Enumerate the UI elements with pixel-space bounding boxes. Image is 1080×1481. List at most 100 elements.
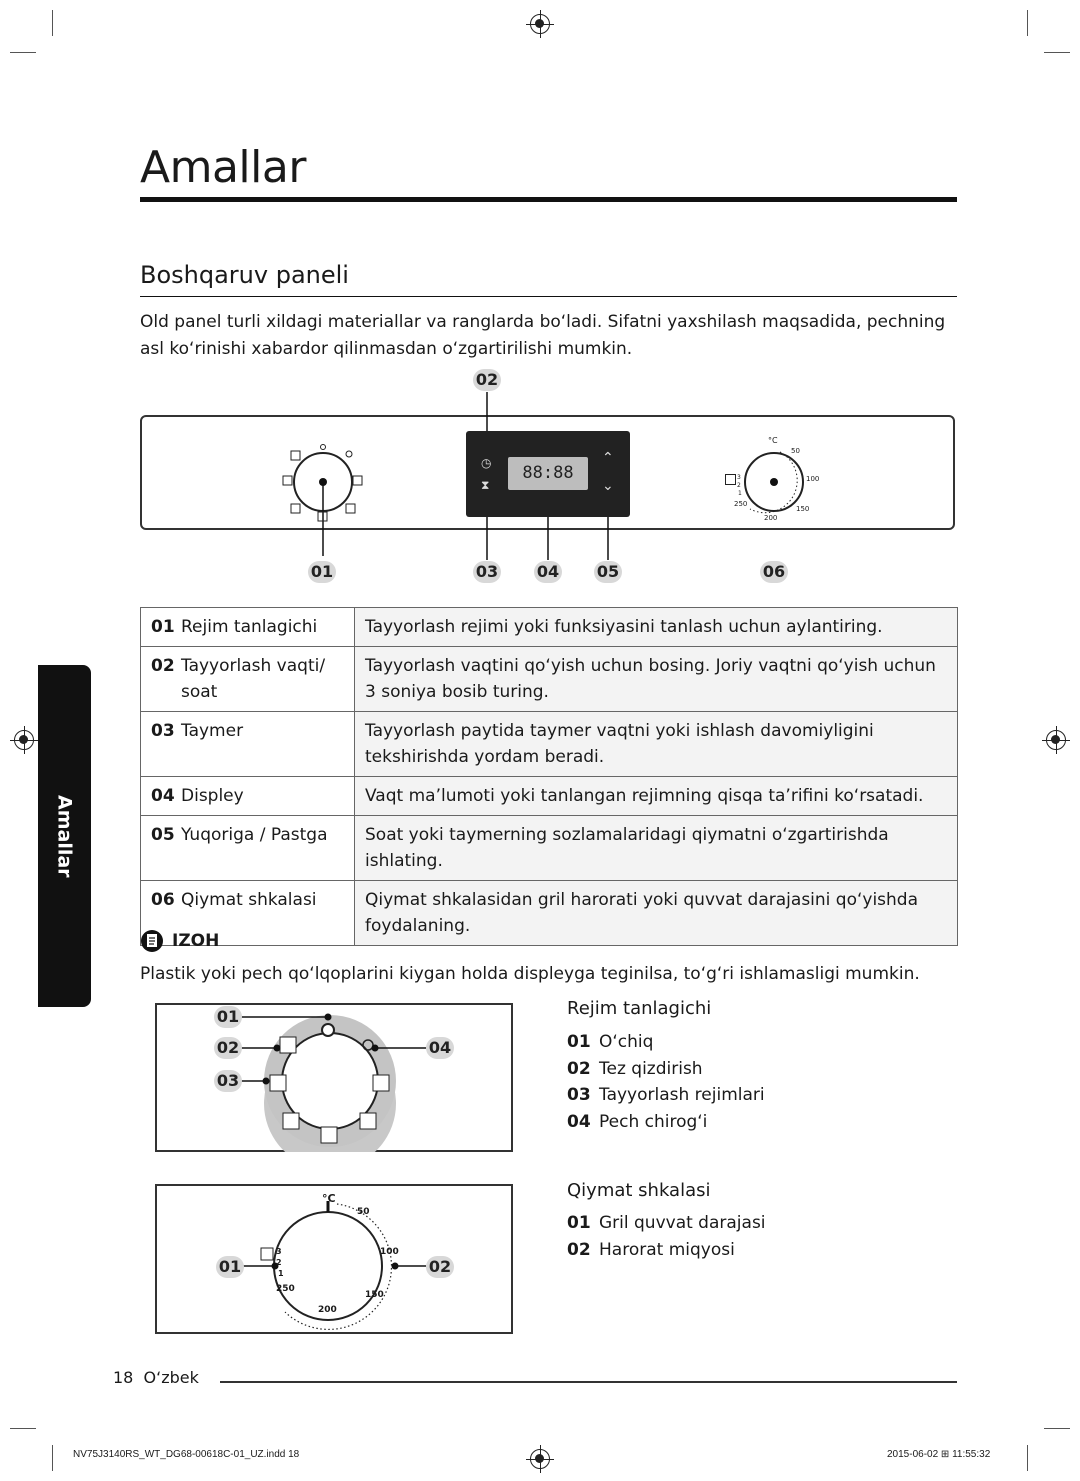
lcd-display: 88:88 [508, 457, 588, 490]
registration-mark-icon [526, 10, 554, 38]
row-label: Taymer [181, 721, 244, 741]
grill-level: 2 [276, 1258, 282, 1267]
callout-05: 05 [594, 561, 622, 583]
print-file-info: NV75J3140RS_WT_DG68-00618C-01_UZ.indd 18 [73, 1449, 300, 1460]
table-row: 05 Yuqoriga / Pastga Soat yoki taymerning… [140, 815, 958, 881]
intro-paragraph: Old panel turli xildagi materiallar va r… [140, 312, 946, 359]
scale-value: 50 [357, 1207, 370, 1217]
item-number: 03 [567, 1085, 591, 1105]
grill-level: 3 [737, 474, 741, 481]
value-scale-diagram [155, 1184, 513, 1334]
registration-mark-icon [526, 1445, 554, 1473]
down-arrow-icon: ⌄ [602, 478, 614, 494]
list-item: 04 Pech chirog‘i [567, 1109, 765, 1136]
item-number: 04 [567, 1111, 591, 1132]
crop-mark [10, 52, 36, 53]
conventional-icon [269, 1074, 287, 1092]
quick-preheat-icon [279, 1036, 297, 1054]
row-number: 05 [151, 825, 175, 845]
crop-mark [1044, 52, 1070, 53]
mode-selector-drawing [241, 1013, 426, 1152]
scale-value: 150 [796, 505, 810, 513]
list-item: 02 Tez qizdirish [567, 1056, 765, 1083]
row-label: Yuqoriga / Pastga [181, 825, 328, 845]
clock-icon: ◷ [481, 456, 492, 470]
crop-mark [1027, 1445, 1028, 1471]
grill-icon [725, 474, 736, 485]
registration-mark-icon [10, 726, 38, 754]
scale-value: 50 [791, 447, 800, 455]
item-number: 02 [567, 1239, 591, 1260]
item-number: 02 [567, 1058, 591, 1079]
section-rule [140, 296, 957, 297]
bottom-heat-icon [320, 1126, 338, 1144]
row-number: 02 [151, 656, 175, 676]
print-date-info: 2015-06-02 ⊞ 11:55:32 [887, 1449, 991, 1460]
note-icon [141, 930, 163, 952]
row-description: Tayyorlash paytida taymer vaqtni yoki is… [354, 711, 958, 777]
note-heading-label: IZOH [172, 931, 220, 951]
callout-01: 01 [214, 1006, 242, 1028]
row-label: Tayyorlash vaqti/ soat [181, 656, 326, 702]
item-number: 01 [567, 1032, 591, 1052]
crop-mark [1027, 10, 1028, 36]
conventional-icon [282, 475, 293, 486]
up-arrow-icon: ⌃ [602, 450, 614, 466]
row-label: Displey [181, 786, 244, 806]
item-label: Gril quvvat darajasi [599, 1213, 766, 1233]
item-label: Tayyorlash rejimlari [599, 1085, 765, 1105]
scale-unit: °C [768, 436, 778, 445]
table-row: 02 Tayyorlash vaqti/ soat Tayyorlash vaqt… [140, 646, 958, 712]
page-footer: 18 O‘zbek [113, 1368, 199, 1387]
value-scale-drawing [241, 1201, 426, 1330]
row-description: Tayyorlash rejimi yoki funksiyasini tanl… [354, 607, 958, 647]
scale-value: 150 [365, 1290, 384, 1300]
off-position-icon [321, 1023, 335, 1037]
bottom-heat-icon [317, 511, 328, 522]
function-table: 01 Rejim tanlagichi Tayyorlash rejimi yok… [140, 607, 958, 946]
language-label: O‘zbek [143, 1368, 199, 1387]
item-label: Tez qizdirish [599, 1058, 703, 1079]
crop-mark [52, 10, 53, 36]
off-position-icon [320, 444, 326, 450]
crop-mark [52, 1445, 53, 1471]
row-description: Soat yoki taymerning sozlamalaridagi qiy… [354, 815, 958, 881]
title-rule [140, 197, 957, 202]
row-label: Rejim tanlagichi [181, 617, 318, 637]
scale-value: 100 [380, 1247, 399, 1257]
value-knob-center [770, 478, 778, 486]
scale-value: 200 [318, 1305, 337, 1315]
table-row: 01 Rejim tanlagichi Tayyorlash rejimi yok… [140, 607, 958, 647]
row-description: Tayyorlash vaqtini qo‘yish uchun bosing.… [354, 646, 958, 712]
scale-value: 250 [734, 500, 748, 508]
fan-heat-icon [345, 503, 356, 514]
quick-preheat-icon [290, 450, 301, 461]
scale-value: 100 [806, 475, 820, 483]
item-label: Pech chirog‘i [599, 1111, 708, 1132]
row-number: 04 [151, 786, 175, 806]
callout-03: 03 [473, 561, 501, 583]
callout-03: 03 [214, 1070, 242, 1092]
callout-01: 01 [308, 561, 336, 583]
callout-02: 02 [214, 1037, 242, 1059]
fan-icon [372, 1074, 390, 1092]
row-number: 06 [151, 890, 175, 910]
side-tab [38, 665, 91, 1007]
note-text: Plastik yoki pech qo‘lqoplarini kiygan h… [140, 964, 920, 984]
crop-mark [1044, 1428, 1070, 1429]
section-heading: Boshqaruv paneli [140, 261, 349, 289]
side-tab-label: Amallar [53, 794, 76, 878]
grill-level: 1 [738, 490, 742, 497]
value-scale-title: Qiymat shkalasi [567, 1180, 711, 1201]
oven-light-icon [362, 1039, 374, 1051]
oven-light-icon [345, 450, 353, 458]
item-label: Harorat miqyosi [599, 1239, 735, 1260]
row-number: 01 [151, 617, 175, 637]
row-label: Qiymat shkalasi [181, 890, 317, 910]
